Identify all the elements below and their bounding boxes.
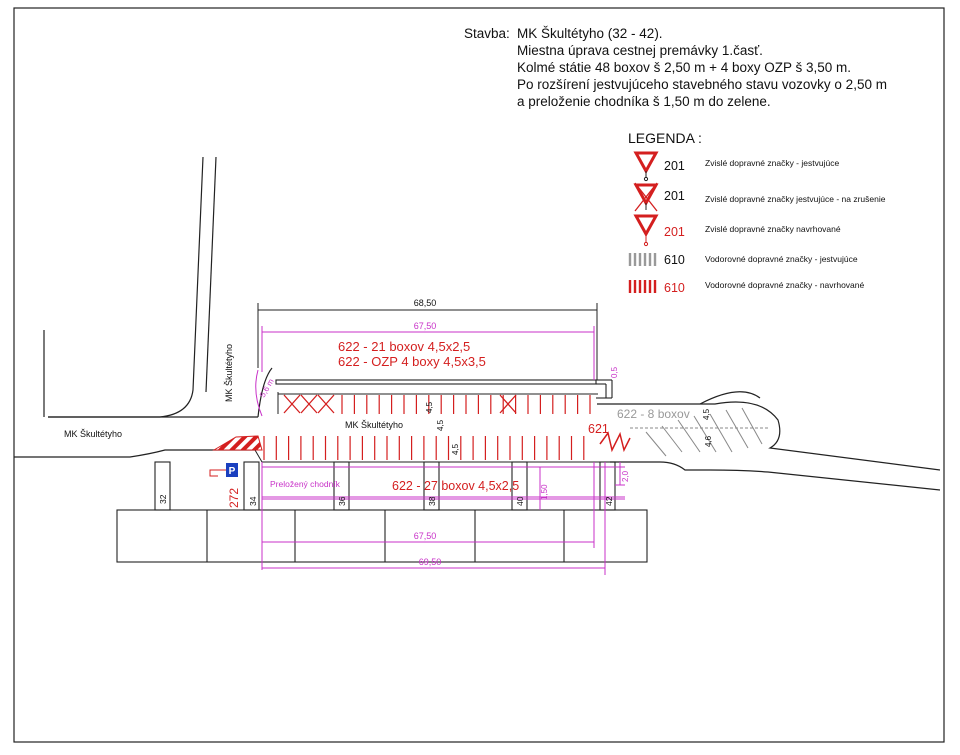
upper-sidewalk <box>275 379 613 399</box>
dim-150: 1,50 <box>540 484 549 500</box>
sheet-frame <box>13 7 945 743</box>
legend-yield-sign-removed-icon <box>633 182 659 212</box>
legend-code-2: 201 <box>664 189 685 203</box>
dim-46: 4,6 <box>704 435 713 447</box>
parking-sign-icon: P <box>209 463 238 477</box>
relocated-sidewalk <box>262 466 625 500</box>
house-number: 42 <box>604 496 614 506</box>
legend: LEGENDA : 201 Zvislé dopravné značky - j… <box>628 130 886 295</box>
sign-621-label: 621 <box>588 422 609 436</box>
dim-total-bottom: 69,50 <box>419 557 442 567</box>
upper-parking-stripes <box>341 395 591 414</box>
dim-inner-bottom: 67,50 <box>414 531 437 541</box>
house-number: 40 <box>515 496 525 506</box>
header-line-1: MK Škultétyho (32 - 42). <box>517 26 663 41</box>
dim-total-top: 68,50 <box>414 298 437 308</box>
dimensions <box>257 303 625 575</box>
header-line-3: Kolmé státie 48 boxov š 2,50 m + 4 boxy … <box>517 60 851 75</box>
dim-45-a: 4,5 <box>425 401 434 413</box>
parking-sign-letter: P <box>229 466 236 477</box>
legend-code-5: 610 <box>664 281 685 295</box>
header-line-4: Po rozšírení jestvujúceho stavebného sta… <box>517 77 887 92</box>
lower-row-label: 622 - 27 boxov 4,5x2,5 <box>392 479 519 493</box>
house-number: 38 <box>427 496 437 506</box>
right-boxes-label: 622 - 8 boxov <box>617 407 690 421</box>
legend-code-4: 610 <box>664 253 685 267</box>
right-gray-parking <box>630 407 770 457</box>
legend-title: LEGENDA : <box>628 130 702 146</box>
upper-row-label-1: 622 - 21 boxov 4,5x2,5 <box>338 339 470 354</box>
street-label-vertical: MK Škultétyho <box>224 344 234 402</box>
house-numbers: 32 34 36 38 40 42 <box>158 494 614 506</box>
legend-marking-proposed-icon <box>628 280 657 293</box>
house-number: 36 <box>337 496 347 506</box>
sidewalk-label: Preložený chodník <box>270 479 341 489</box>
dim-45-b: 4,5 <box>436 419 445 431</box>
upper-row-label-2: 622 - OZP 4 boxy 4,5x3,5 <box>338 354 486 369</box>
legend-yield-sign-icon <box>633 151 659 182</box>
legend-text-2: Zvislé dopravné značky jestvujúce - na z… <box>705 194 886 204</box>
lower-road-edge <box>254 449 263 463</box>
street-label-left: MK Škultétyho <box>64 429 122 439</box>
house-number: 32 <box>158 494 168 504</box>
red-hatched-island <box>212 435 263 451</box>
building-block <box>116 461 648 563</box>
dim-05: 0,5 <box>610 366 619 378</box>
legend-text-4: Vodorovné dopravné značky - jestvujúce <box>705 254 858 264</box>
dim-45-c: 4,5 <box>451 443 460 455</box>
legend-text-5: Vodorovné dopravné značky - navrhované <box>705 280 865 290</box>
dim-20: 2,0 <box>621 470 630 482</box>
legend-code-3: 201 <box>664 225 685 239</box>
legend-text-3: Zvislé dopravné značky navrhované <box>705 224 841 234</box>
legend-text-1: Zvislé dopravné značky - jestvujúce <box>705 158 839 168</box>
header-line-5: a preloženie chodníka š 1,50 m do zelene… <box>517 94 771 109</box>
sign-272-label: 272 <box>227 488 241 508</box>
header-label: Stavba: <box>464 26 510 41</box>
lower-parking-stripes <box>263 436 585 460</box>
legend-code-1: 201 <box>664 159 685 173</box>
street-label-center: MK Škultétyho <box>345 420 403 430</box>
legend-marking-existing-icon <box>628 253 657 266</box>
dim-radius: 5,6 m <box>258 377 276 399</box>
ozp-boxes <box>283 394 517 414</box>
dim-inner-top: 67,50 <box>414 321 437 331</box>
road-outlines <box>14 156 941 491</box>
legend-yield-sign-proposed-icon <box>633 214 659 247</box>
header-line-2: Miestna úprava cestnej premávky 1.časť. <box>517 43 763 58</box>
house-number: 34 <box>248 496 258 506</box>
header-block: Stavba: MK Škultétyho (32 - 42). Miestna… <box>464 26 887 109</box>
radius-arc <box>255 369 263 417</box>
plan-labels: MK Škultétyho MK Škultétyho MK Škultétyh… <box>64 298 713 567</box>
zigzag-621-marking <box>599 431 631 453</box>
dim-45-right: 4,5 <box>702 408 711 420</box>
